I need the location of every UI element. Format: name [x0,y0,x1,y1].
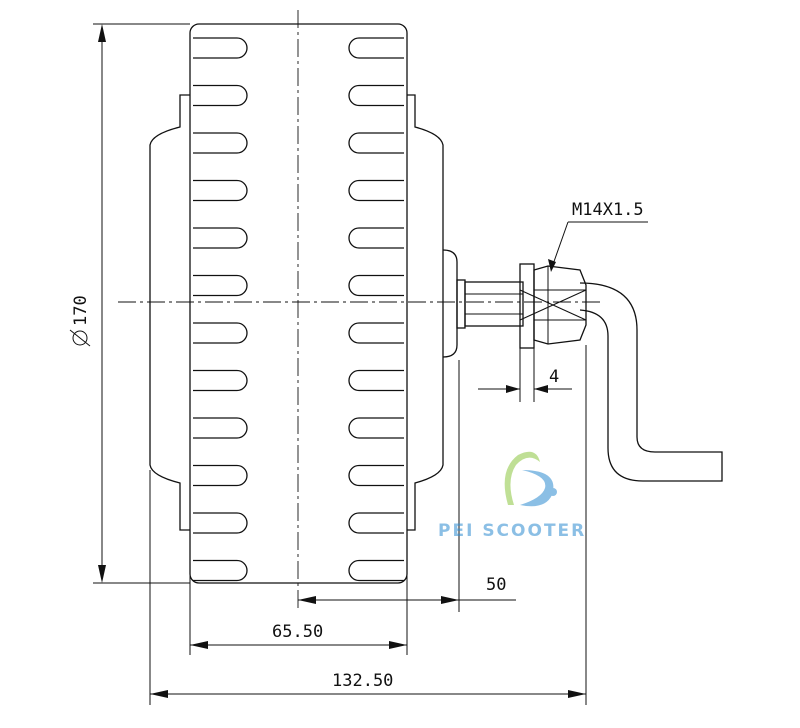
cooling-slot-left [193,132,248,154]
watermark-text: PEI SCOOTER [438,521,586,541]
hub-housing [149,94,444,531]
logo-blue-swoosh [520,470,554,507]
cooling-slot-right [348,132,404,154]
center-lines [118,10,600,610]
axle-label: 50 [486,575,506,595]
cooling-slot-left [193,417,248,439]
cooling-slot-left [193,464,248,487]
overall-dimension: 132.50 [149,345,587,705]
logo-dot [549,488,557,496]
cooling-slot-right [348,84,404,107]
cooling-slot-right [348,227,404,249]
overall-label: 132.50 [332,671,393,691]
rim-width-label: 65.50 [272,622,323,642]
cooling-slot-left [193,37,248,59]
cooling-slot-left [193,559,248,582]
cooling-slot-left [193,369,248,392]
cooling-slot-right [348,369,404,392]
cooling-slot-right [348,464,404,487]
cooling-slot-right [348,179,404,202]
washer-dimension: 4 [478,348,572,402]
cooling-slot-right [348,37,404,59]
cooling-slot-right [348,274,404,297]
cooling-slot-right [348,512,404,534]
thread-label: M14X1.5 [572,200,644,220]
cooling-slot-left [193,227,248,249]
rim-width-dimension: 65.50 [189,535,408,655]
cooling-slot-left [193,84,248,107]
cooling-slot-right [348,322,404,344]
axle-assembly [442,249,587,358]
washer-label: 4 [549,367,559,387]
cooling-slot-left [193,179,248,202]
thread-callout: M14X1.5 [548,200,648,272]
cooling-slot-left [193,274,248,297]
diameter-dimension: 170 [69,23,190,584]
cooling-slots [193,37,404,582]
power-cable [579,282,723,482]
logo-green-swoosh [504,451,540,505]
diameter-label: 170 [71,295,91,326]
cooling-slot-right [348,417,404,439]
cooling-slot-right [348,559,404,582]
cooling-slot-left [193,322,248,344]
watermark-logo: PEI SCOOTER [438,451,586,541]
cooling-slot-left [193,512,248,534]
hub-rim [189,23,408,584]
